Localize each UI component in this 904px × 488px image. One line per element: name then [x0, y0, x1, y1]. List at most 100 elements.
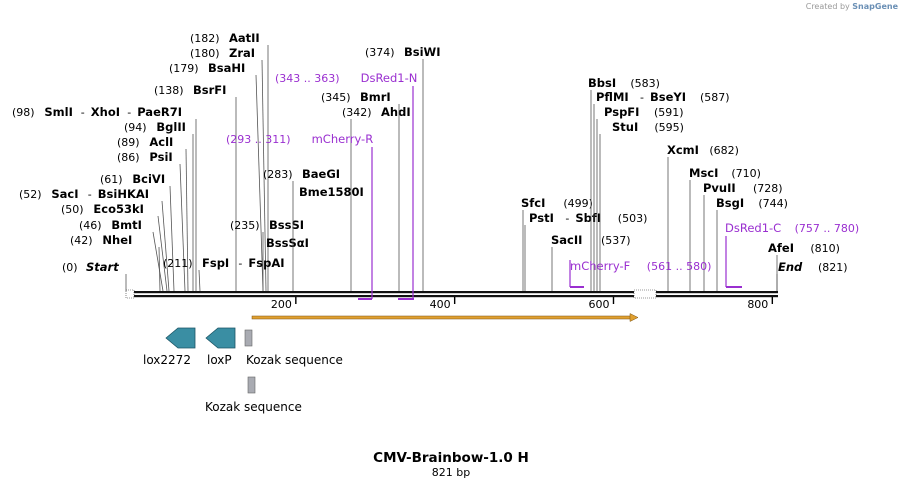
map-title: CMV-Brainbow-1.0 H [373, 450, 529, 466]
site-name: PstI [529, 211, 554, 225]
primer-mcherry-f: mCherry-F (561 .. 580) [569, 259, 712, 288]
site-leader-line [198, 269, 201, 292]
credit-prefix: Created by [805, 2, 850, 11]
orf-arrowhead [629, 313, 639, 322]
site-position: (89) [117, 136, 140, 149]
primer-range: (561 .. 580) [647, 260, 712, 273]
site-position: (583) [630, 77, 660, 90]
site-name: StuI [612, 120, 638, 134]
site-position: (211) [163, 257, 193, 270]
site-name: BmtI [111, 218, 142, 232]
primer-name: mCherry-F [570, 259, 630, 273]
site-name: BglII [156, 120, 186, 134]
restriction-site-sacii: SacII(537) [551, 233, 631, 291]
site-leader-line [152, 231, 164, 292]
site-name: XcmI [667, 143, 699, 157]
site-name: BsgI [716, 196, 744, 210]
backbone-top-strand [126, 291, 778, 294]
feature-lox2272: lox2272 [143, 327, 196, 367]
site-name: FspI [202, 256, 229, 270]
restriction-site-pspfi: PspFI (591) [596, 105, 684, 291]
feature-box [244, 329, 253, 347]
primer-range: (343 .. 363) [275, 72, 340, 85]
site-position: (61) [100, 173, 123, 186]
site-name-2: XhoI [91, 105, 120, 119]
site-position: (499) [563, 197, 593, 210]
site-position: (46) [79, 219, 102, 232]
site-position: (86) [117, 151, 140, 164]
restriction-site-bmri: (345)BmrI [321, 90, 400, 291]
primer-dsred1-c: DsRed1-C(757 .. 780) [725, 221, 859, 288]
site-name: BsiWI [404, 45, 441, 59]
feature-label: lox2272 [143, 353, 191, 367]
site-name: PsiI [149, 150, 172, 164]
site-position: (283) [263, 168, 293, 181]
site-name: AhdI [381, 105, 411, 119]
site-position: (587) [700, 91, 730, 104]
primer-dsred1-n: (343 .. 363)DsRed1-N [275, 71, 417, 300]
site-name: AatII [229, 31, 260, 45]
site-name: AclI [149, 135, 173, 149]
site-name-2: BssSαI [266, 236, 309, 250]
restriction-site-eco53ki: (50)Eco53kI [61, 202, 168, 292]
restriction-site-bsiwi: (374) BsiWI [365, 45, 441, 291]
end-position: (821) [818, 261, 848, 274]
site-position: (682) [709, 144, 739, 157]
site-position: (374) [365, 46, 395, 59]
site-name: BbsI [588, 76, 616, 90]
start-label: Start [86, 260, 119, 274]
site-separator: - [88, 188, 92, 201]
site-name: BsrFI [193, 83, 226, 97]
site-position: (710) [731, 167, 761, 180]
site-position: (591) [654, 106, 684, 119]
site-separator: - [640, 91, 644, 104]
site-position: (810) [810, 242, 840, 255]
site-position: (182) [190, 32, 220, 45]
site-name: MscI [689, 166, 718, 180]
site-leader-line [255, 74, 264, 292]
site-position: (728) [753, 182, 783, 195]
site-position: (503) [618, 212, 648, 225]
map-length: 821 bp [432, 466, 470, 479]
site-name: PspFI [604, 105, 639, 119]
restriction-site-saci: (52)SacI-BsiHKAI [19, 187, 170, 292]
restriction-site-bcivi: (61)BciVI [100, 172, 175, 292]
site-name: SmlI [44, 105, 73, 119]
restriction-site-aatii: (182) AatII [190, 31, 269, 291]
tick-label-1: 400 [430, 298, 451, 311]
restriction-site-zrai: (180)ZraI [190, 46, 267, 292]
site-name: SacII [551, 233, 582, 247]
site-position: (595) [654, 121, 684, 134]
site-name: BsaHI [208, 61, 245, 75]
restriction-site-msci: MscI (710) [689, 166, 761, 291]
site-position: (235) [230, 219, 260, 232]
primer-range: (293 .. 311) [226, 133, 291, 146]
restriction-site-psii: (86) PsiI [117, 150, 186, 292]
site-leader-line [179, 163, 186, 292]
site-name: NheI [102, 233, 132, 247]
backbone-bottom-strand [126, 295, 778, 298]
restriction-site-ahdi: (342)AhdI [342, 105, 411, 291]
primer-name: DsRed1-C [725, 221, 781, 235]
restriction-site-bglii: (94)BglII [124, 120, 194, 291]
restriction-site-fspi: (211)FspI-FspAI [163, 256, 285, 292]
primer-mcherry-r: (293 .. 311)mCherry-R [226, 132, 373, 300]
site-position: (98) [12, 106, 35, 119]
restriction-site-stui: StuI (595) [599, 120, 684, 291]
restriction-site-xcmi: XcmI (682) [667, 143, 739, 291]
backbone-break-0 [125, 289, 135, 299]
restriction-site-psti: PstI-SbfI(503) [524, 211, 648, 291]
site-name: SacI [51, 187, 78, 201]
restriction-site-acli: (89) AclI [117, 135, 189, 292]
tick-label-3: 800 [747, 298, 768, 311]
site-position: (179) [169, 62, 199, 75]
tick-label-2: 600 [588, 298, 609, 311]
snapgene-logo: SnapGene [852, 2, 898, 11]
site-name-2: FspAI [248, 256, 284, 270]
restriction-site-bsahi: (179) BsaHI [169, 61, 264, 292]
site-position: (345) [321, 91, 351, 104]
restriction-site-bbsi: BbsI (583) [588, 76, 660, 291]
site-position: (52) [19, 188, 42, 201]
